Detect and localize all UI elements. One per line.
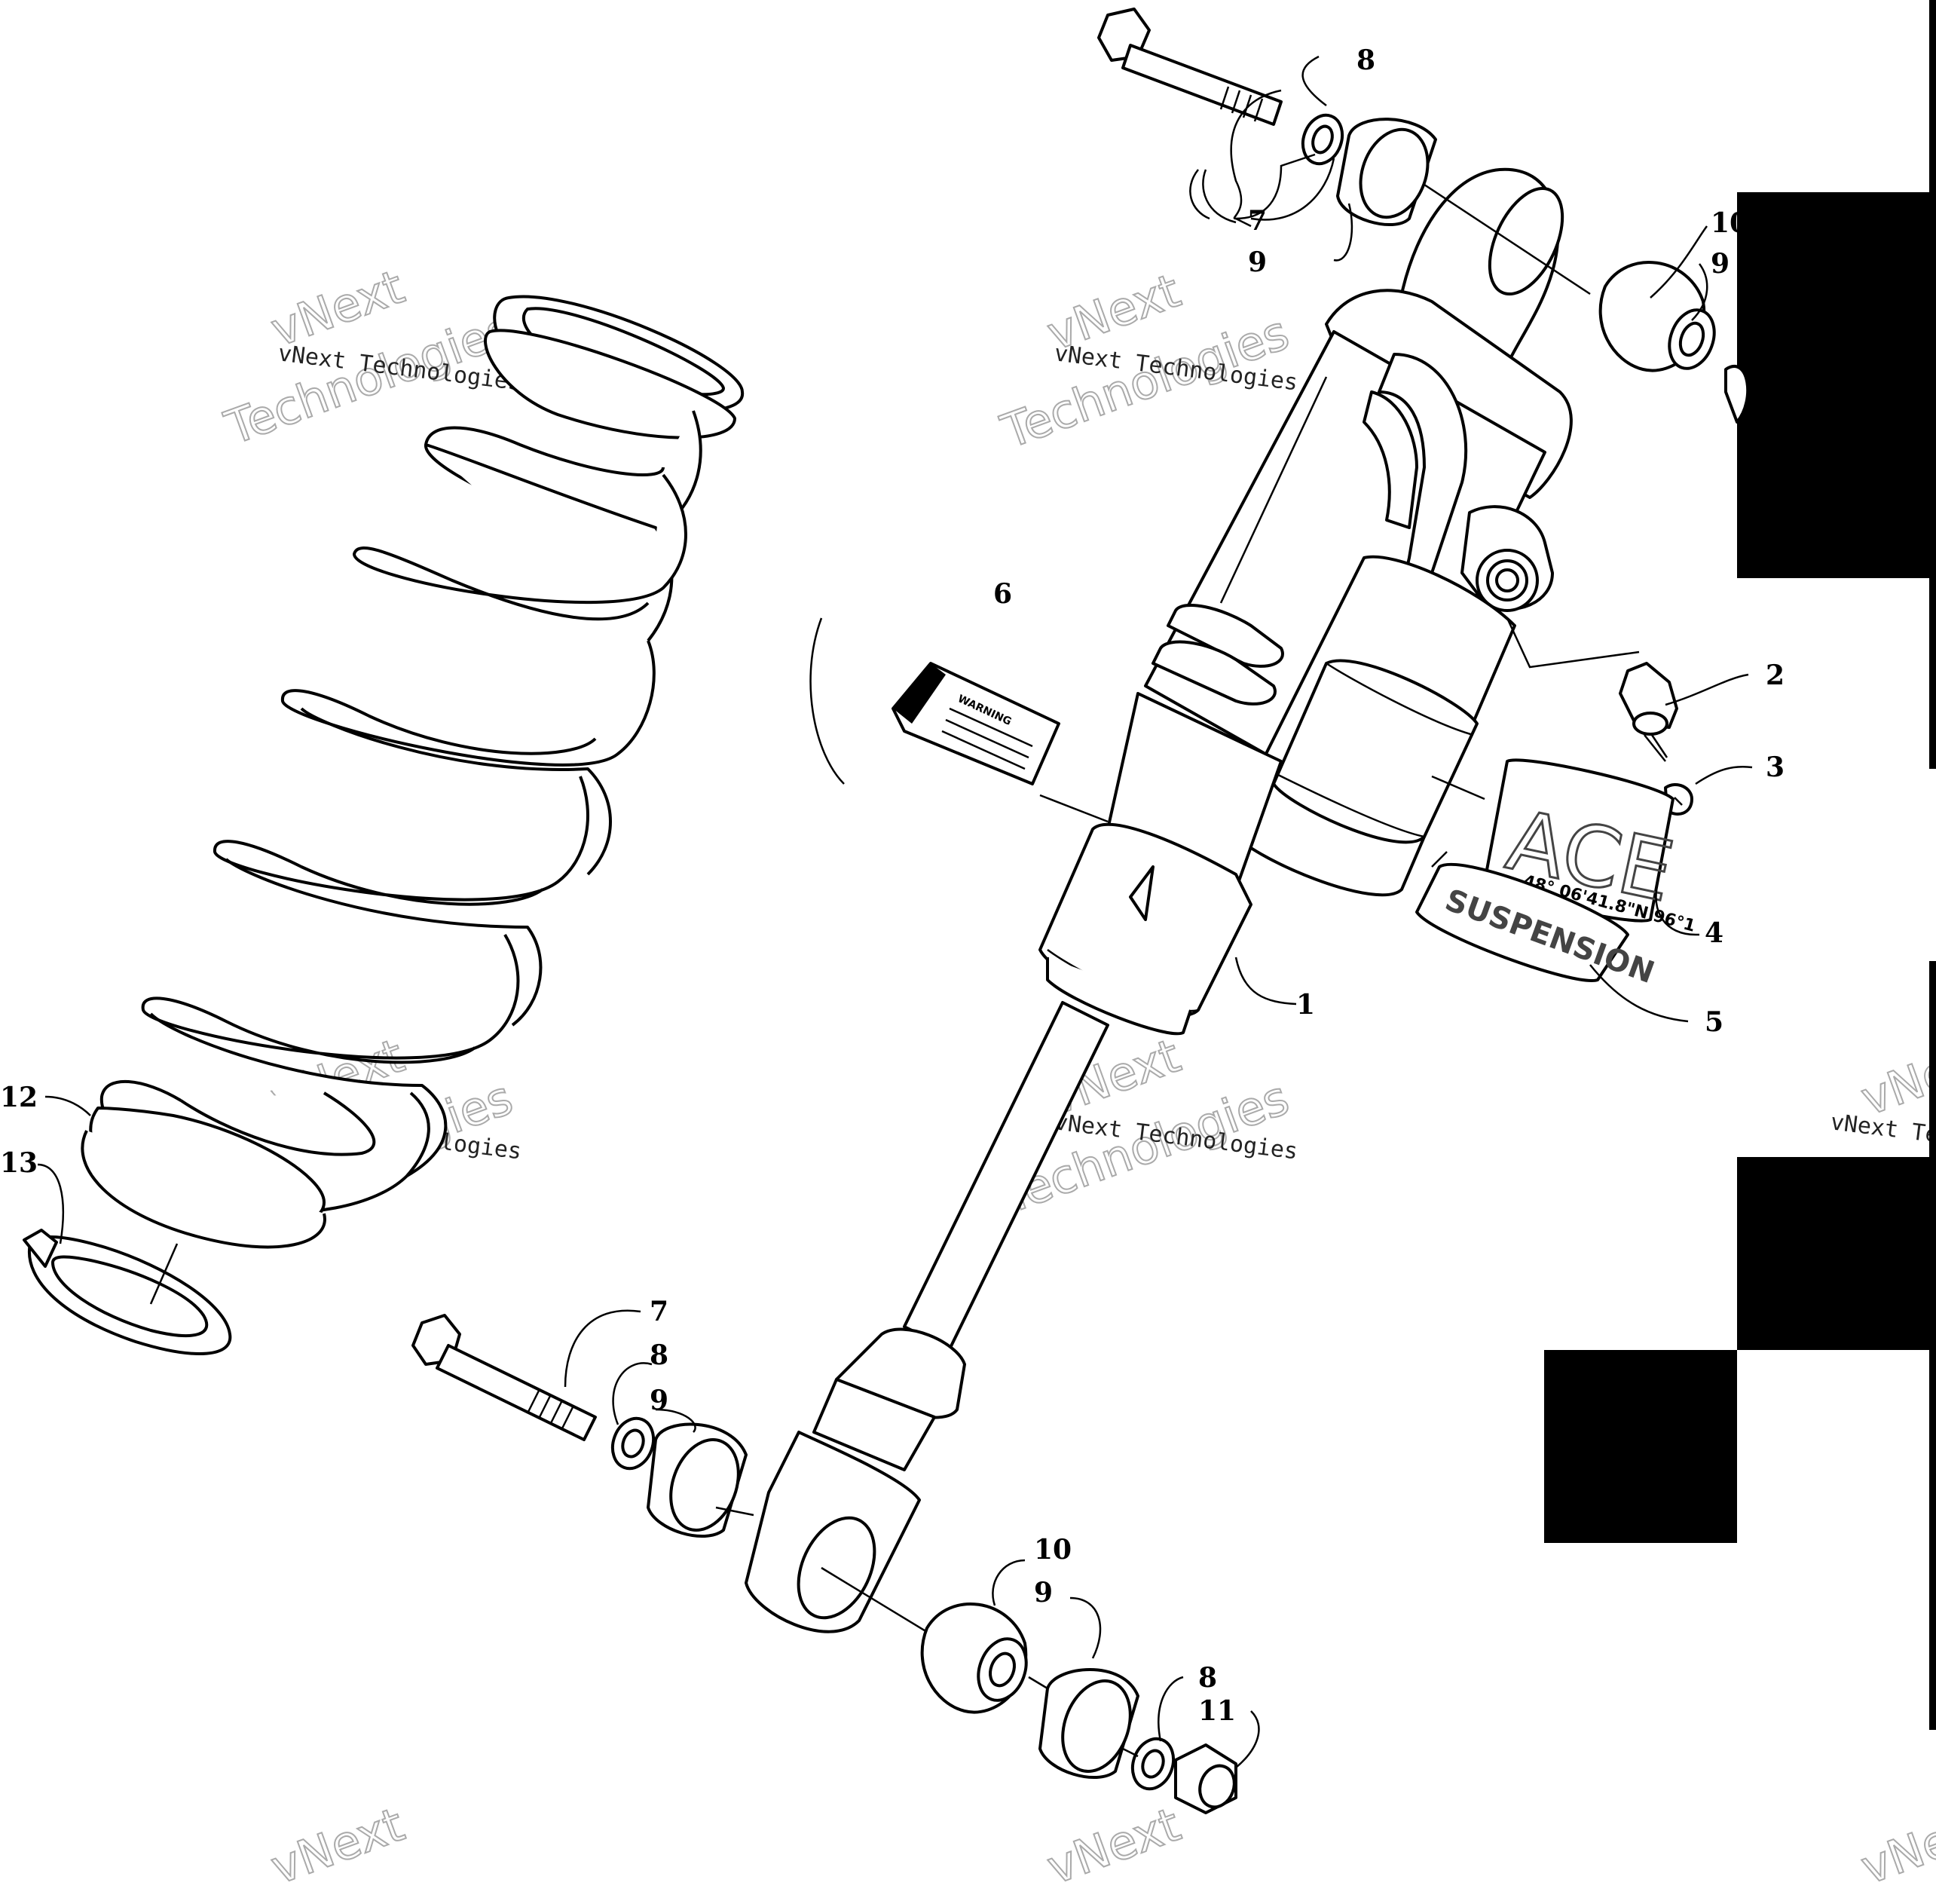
callout-8-top: 8 [1356,44,1375,76]
callout-3: 3 [1766,751,1785,783]
valve-cap [1619,662,1678,762]
watermark-big-word: vNext [1854,1028,1936,1127]
callout-12: 12 [0,1082,38,1113]
callout-numbers: 1 2 3 4 5 6 7 7 8 8 8 9 9 9 9 10 10 11 1… [0,44,1785,1727]
redaction-block [1737,192,1936,578]
watermark-big-word: vNext [1854,1797,1936,1896]
callout-4: 4 [1705,917,1723,949]
coil-spring [81,295,745,1249]
redaction-block [1929,0,1936,769]
callout-10-bottom: 10 [1034,1534,1072,1566]
callout-8-bottom-left: 8 [650,1339,668,1371]
callout-1: 1 [1296,989,1315,1021]
bolt-top [1097,8,1283,126]
callout-5: 5 [1705,1006,1723,1038]
bolt-bottom [411,1314,597,1441]
ball-joint-top-right [1598,261,1750,424]
bushing-bottom-left [647,1422,748,1538]
washer-top [1301,113,1344,166]
watermark-line: vNext Technologies [1829,1109,1936,1165]
watermark-bottom-right: vNext [1853,1796,1936,1896]
watermark-top-center: vNext Technologies vNext Technologies [993,262,1299,461]
watermark-mid-right: vNext vNext Technologies [1829,1027,1936,1165]
warning-label-decal: WARNING [892,662,1060,785]
watermark-top-left: vNext Technologies vNext Technologies [217,259,523,457]
nut [1174,1743,1237,1814]
callout-10-top-right: 10 [1711,207,1748,239]
spring-retainer-ring [23,1229,232,1355]
watermark-bottom-center: vNext [1039,1796,1188,1896]
watermark-big-word: vNext [1040,1797,1187,1896]
callout-9-bottom-left: 9 [650,1385,668,1416]
callout-7-bottom: 7 [650,1296,668,1327]
callout-9-bottom-right: 9 [1034,1577,1053,1609]
callout-9-top-left: 9 [1248,246,1267,278]
redaction-block [1929,961,1936,1730]
watermark-big-word: vNext [264,1797,411,1896]
leader-lines [37,55,1753,1768]
watermark-bottom-left: vNext [263,1796,411,1896]
bushing-top [1336,118,1437,226]
bushing-bottom-right [1038,1668,1139,1779]
callout-2: 2 [1766,660,1785,691]
redaction-block [1544,1350,1737,1543]
washer-bottom-left [610,1416,656,1471]
shock-body [745,167,1573,1633]
callout-6: 6 [993,578,1012,610]
redaction-block [1737,1157,1936,1350]
callout-8-bottom-right: 8 [1198,1662,1217,1694]
ball-joint-bottom [920,1602,1028,1714]
callout-7-top: 7 [1248,205,1267,237]
callout-13: 13 [0,1147,38,1179]
washer-bottom-right [1130,1737,1176,1791]
callout-11: 11 [1198,1695,1236,1727]
callout-9-top-right: 9 [1711,248,1730,280]
